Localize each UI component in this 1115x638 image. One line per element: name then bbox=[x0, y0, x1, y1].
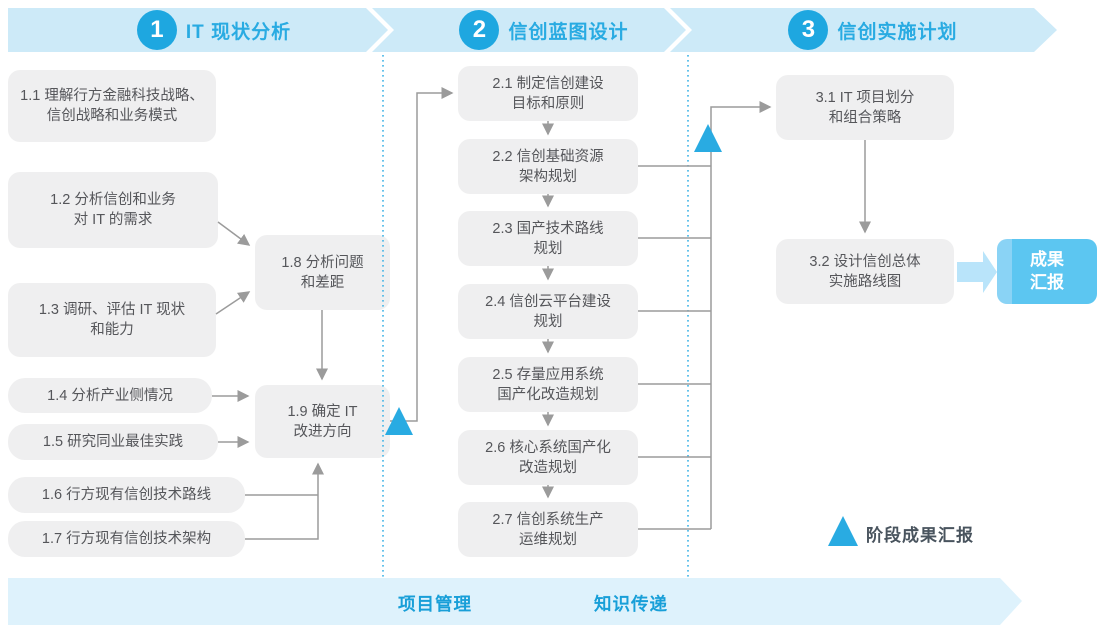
step-box-1-8: 1.8 分析问题 和差距 bbox=[255, 235, 390, 310]
phase-band-3: 3 信创实施计划 bbox=[670, 8, 1057, 52]
step-text: 2.4 信创云平台建设 bbox=[485, 293, 611, 310]
milestone-triangle-icon-phase2 bbox=[694, 124, 722, 152]
step-box-2-3: 2.3 国产技术路线 规划 bbox=[458, 211, 638, 266]
phase-title-1: IT 现状分析 bbox=[185, 21, 292, 43]
bottom-band-label-project-management: 项目管理 bbox=[398, 594, 472, 614]
step-box-2-2: 2.2 信创基础资源 架构规划 bbox=[458, 139, 638, 194]
legend-label: 阶段成果汇报 bbox=[866, 526, 974, 545]
step-box-1-3: 1.3 调研、评估 IT 现状 和能力 bbox=[8, 283, 216, 357]
step-text: 信创战略和业务模式 bbox=[46, 108, 178, 124]
phase-band-2: 2 信创蓝图设计 bbox=[372, 8, 686, 52]
outcome-text: 成果 bbox=[1030, 249, 1064, 269]
step-text: 改造规划 bbox=[519, 459, 577, 476]
step-text: 架构规划 bbox=[519, 168, 577, 185]
step-text: 1.4 分析产业侧情况 bbox=[47, 387, 173, 404]
phase-number-circle-3: 3 bbox=[788, 10, 829, 50]
step-text: 3.2 设计信创总体 bbox=[809, 253, 921, 270]
step-text: 规划 bbox=[533, 240, 563, 257]
step-text: 2.1 制定信创建设 bbox=[492, 75, 604, 92]
outcome-arrow-icon bbox=[957, 251, 997, 293]
step-box-2-6: 2.6 核心系统国产化 改造规划 bbox=[458, 430, 638, 485]
step-box-2-1: 2.1 制定信创建设 目标和原则 bbox=[458, 66, 638, 121]
step-text: 1.3 调研、评估 IT 现状 bbox=[38, 302, 186, 318]
step-box-1-5: 1.5 研究同业最佳实践 bbox=[8, 424, 218, 460]
step-text: 2.2 信创基础资源 bbox=[492, 148, 604, 165]
step-text: 1.1 理解行方金融科技战略、 bbox=[20, 88, 204, 104]
step-box-2-7: 2.7 信创系统生产 运维规划 bbox=[458, 502, 638, 557]
step-box-2-4: 2.4 信创云平台建设 规划 bbox=[458, 284, 638, 339]
step-box-2-5: 2.5 存量应用系统 国产化改造规划 bbox=[458, 357, 638, 412]
step-box-1-1: 1.1 理解行方金融科技战略、 信创战略和业务模式 bbox=[8, 70, 216, 142]
step-text: 和组合策略 bbox=[828, 109, 902, 126]
phase-number-circle-1: 1 bbox=[136, 10, 177, 50]
step-box-1-2: 1.2 分析信创和业务 对 IT 的需求 bbox=[8, 172, 218, 248]
step-text: 目标和原则 bbox=[511, 95, 585, 112]
step-text: 2.7 信创系统生产 bbox=[492, 511, 604, 528]
bottom-band-label-knowledge-transfer: 知识传递 bbox=[594, 594, 668, 614]
step-text: 和能力 bbox=[90, 322, 134, 338]
step-text: 对 IT 的需求 bbox=[73, 212, 153, 228]
step-text: 运维规划 bbox=[519, 531, 577, 548]
step-text: 1.2 分析信创和业务 bbox=[50, 192, 176, 208]
step-text: 2.3 国产技术路线 bbox=[492, 220, 604, 237]
step-text: 1.7 行方现有信创技术架构 bbox=[41, 531, 212, 547]
step-text: 1.9 确定 IT bbox=[287, 403, 358, 420]
step-text: 1.6 行方现有信创技术路线 bbox=[41, 487, 212, 503]
step-box-3-1: 3.1 IT 项目划分 和组合策略 bbox=[776, 75, 954, 140]
step-text: 规划 bbox=[533, 313, 563, 330]
step-text: 1.8 分析问题 bbox=[281, 254, 364, 271]
phase-title-3: 信创实施计划 bbox=[837, 21, 958, 43]
step-box-1-7: 1.7 行方现有信创技术架构 bbox=[8, 521, 245, 557]
outcome-report-box: 成果 汇报 bbox=[997, 239, 1097, 304]
step-text: 和差距 bbox=[300, 274, 345, 291]
outcome-text: 汇报 bbox=[1030, 272, 1064, 292]
step-text: 国产化改造规划 bbox=[497, 386, 599, 403]
step-box-1-6: 1.6 行方现有信创技术路线 bbox=[8, 477, 245, 513]
step-text: 2.5 存量应用系统 bbox=[492, 366, 604, 383]
step-text: 实施路线图 bbox=[828, 273, 902, 290]
step-text: 1.5 研究同业最佳实践 bbox=[42, 434, 184, 450]
step-text: 3.1 IT 项目划分 bbox=[815, 89, 915, 106]
phase-title-2: 信创蓝图设计 bbox=[508, 21, 629, 43]
step-box-1-4: 1.4 分析产业侧情况 bbox=[8, 378, 212, 413]
step-text: 改进方向 bbox=[293, 423, 352, 440]
step-box-3-2: 3.2 设计信创总体 实施路线图 bbox=[776, 239, 954, 304]
bottom-band bbox=[8, 578, 1022, 625]
step-box-1-9: 1.9 确定 IT 改进方向 bbox=[255, 385, 390, 458]
phase-number-circle-2: 2 bbox=[459, 10, 500, 50]
step-text: 2.6 核心系统国产化 bbox=[485, 439, 611, 456]
legend-triangle-icon bbox=[828, 516, 858, 546]
phase-band-1: 1 IT 现状分析 bbox=[8, 8, 388, 52]
